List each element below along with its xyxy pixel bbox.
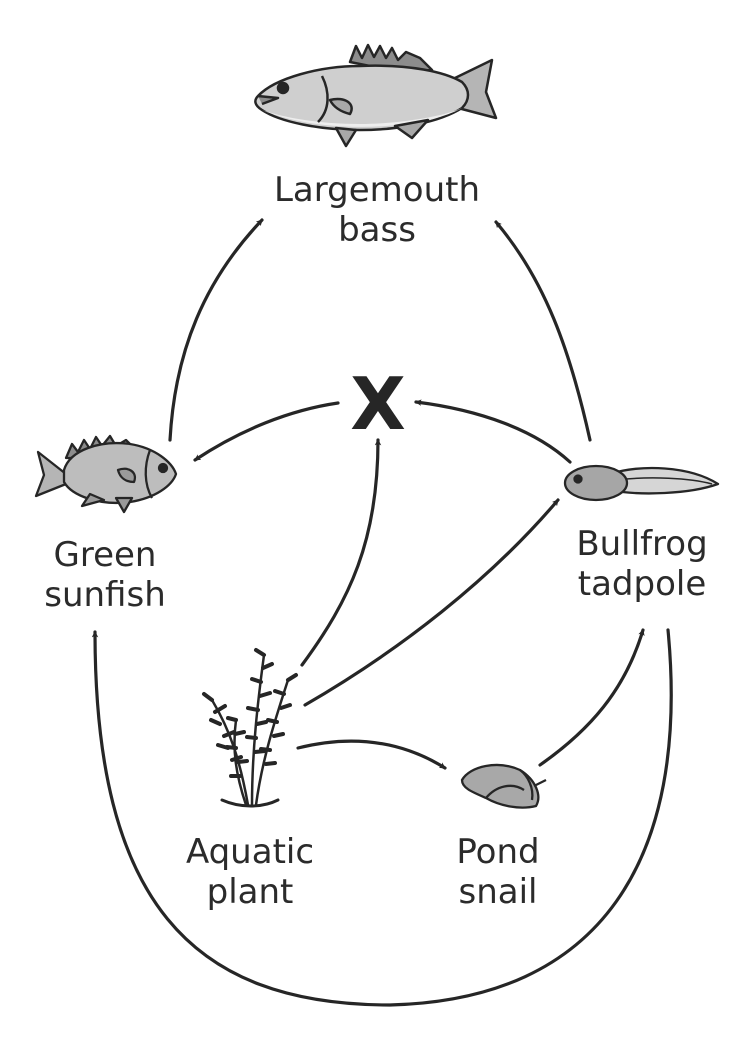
label-line: Green bbox=[53, 535, 157, 575]
label-green-sunfish: Green sunfish bbox=[20, 535, 190, 615]
label-line: bass bbox=[338, 210, 416, 250]
label-line: plant bbox=[206, 872, 294, 912]
pond-snail-icon bbox=[460, 763, 547, 809]
arrow-plant-to-snail bbox=[296, 739, 447, 770]
arrow-tadpole-to-x bbox=[414, 399, 572, 464]
label-line: sunfish bbox=[44, 575, 166, 615]
label-line: Pond bbox=[456, 832, 540, 872]
green-sunfish-icon bbox=[34, 434, 178, 514]
label-line: Largemouth bbox=[273, 170, 480, 210]
unknown-organism-marker: X bbox=[350, 362, 406, 446]
arrow-snail-to-tadpole bbox=[538, 628, 645, 767]
arrow-x-to-sunfish bbox=[193, 401, 340, 462]
label-pond-snail: Pond snail bbox=[418, 832, 578, 912]
label-largemouth-bass: Largemouth bass bbox=[237, 170, 517, 250]
label-aquatic-plant: Aquatic plant bbox=[160, 832, 340, 912]
bullfrog-tadpole-icon bbox=[563, 464, 720, 502]
aquatic-plant-icon bbox=[202, 648, 298, 808]
largemouth-bass-icon bbox=[254, 43, 498, 148]
arrow-tadpole-to-bass bbox=[494, 220, 592, 442]
label-line: snail bbox=[458, 872, 538, 912]
arrow-plant-to-tadpole bbox=[303, 498, 560, 707]
arrow-tadpole-to-sunfish bbox=[91, 628, 673, 1007]
label-line: Aquatic bbox=[185, 832, 315, 872]
arrow-plant-to-x bbox=[300, 438, 382, 667]
label-bullfrog-tadpole: Bullfrog tadpole bbox=[552, 524, 732, 604]
label-line: tadpole bbox=[577, 564, 707, 604]
label-line: Bullfrog bbox=[576, 524, 708, 564]
arrow-sunfish-to-bass bbox=[168, 218, 264, 442]
